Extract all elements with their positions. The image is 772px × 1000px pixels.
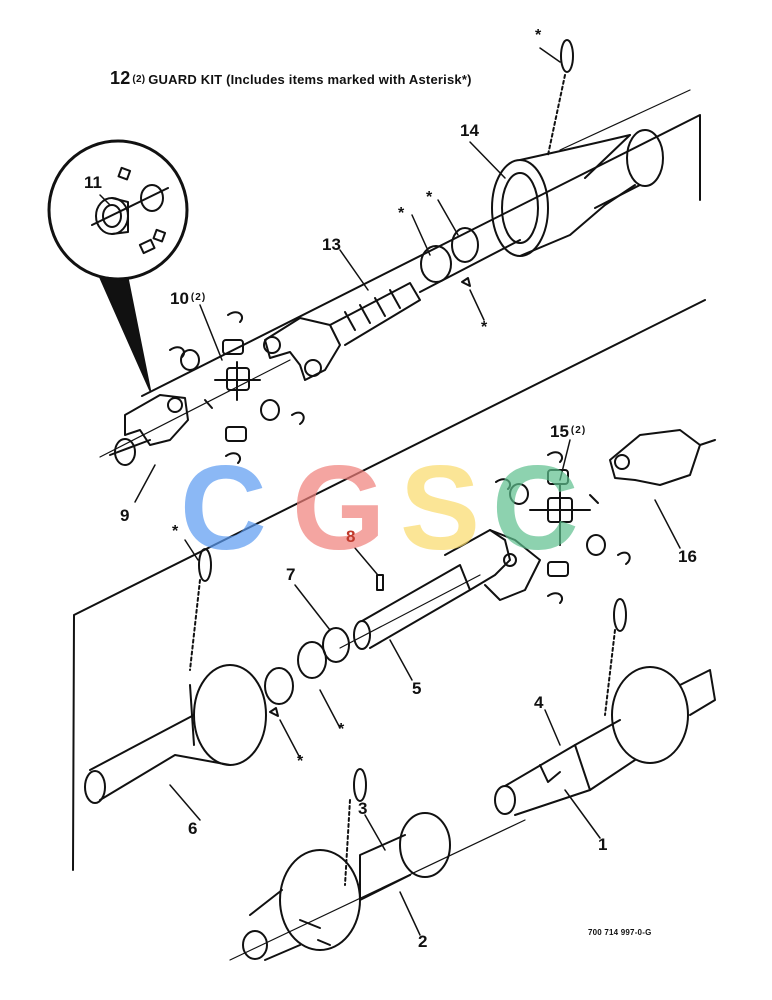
label-1: 1: [598, 835, 608, 854]
lower-panel-outline: [72, 299, 706, 871]
wedge-upper: [461, 277, 471, 287]
watermark-letter-c1: C: [180, 441, 267, 575]
detail-pointer: [99, 276, 151, 391]
chain-clip-left: [198, 548, 212, 582]
label-10: 10(2): [170, 290, 206, 307]
asterisk-ring-a: *: [398, 205, 405, 222]
watermark-letter-s: S: [400, 441, 481, 575]
axis-bottom: [229, 819, 526, 961]
guard-cone-top: [491, 129, 664, 257]
guard-cone-6: [84, 664, 267, 804]
label-5: 5: [412, 679, 422, 698]
chain-bottom: [344, 799, 351, 886]
chain-right: [604, 629, 616, 716]
label-8: 8: [346, 527, 356, 546]
axis-middle: [339, 574, 481, 649]
asterisk-ring-b: *: [426, 189, 433, 206]
fitting-8: [376, 574, 384, 591]
title-text: GUARD KIT (Includes items marked with As…: [148, 72, 472, 87]
label-15-qty: (2): [570, 425, 587, 436]
upper-panel-outline: [141, 114, 701, 397]
asterisk-chain-left: *: [172, 523, 179, 540]
chain-top: [547, 74, 566, 156]
label-9: 9: [120, 506, 130, 525]
asterisk-wedge-upper: *: [481, 319, 488, 336]
asterisk-wedge-lower: *: [297, 753, 304, 770]
wedge-lower: [269, 707, 279, 717]
label-6: 6: [188, 819, 198, 838]
ring-lower-a: [297, 641, 327, 679]
leader-lines: [99, 47, 681, 936]
label-2: 2: [418, 932, 428, 951]
watermark-letter-c2: C: [492, 441, 579, 575]
yoke-16: [609, 429, 716, 486]
axis-top: [559, 89, 691, 151]
guard-right: [494, 666, 716, 816]
chain-left: [189, 579, 201, 671]
label-15-number: 15: [550, 422, 569, 441]
axis-upper: [99, 359, 291, 458]
label-10-number: 10: [170, 289, 189, 308]
ring-upper-a: [451, 227, 479, 263]
title-qty: (2): [132, 74, 146, 85]
label-3: 3: [358, 799, 368, 818]
yoke-9: [109, 394, 189, 466]
label-14: 14: [460, 121, 479, 140]
label-16: 16: [678, 547, 697, 566]
tube-5: [353, 529, 541, 650]
detail-circle: [47, 139, 189, 281]
asterisk-chain-top: *: [535, 27, 542, 44]
drawing-reference-code: 700 714 997-0-G: [588, 928, 652, 937]
label-11: 11: [84, 173, 102, 192]
ring-lower-b: [264, 667, 294, 705]
yoke-13: [263, 239, 521, 381]
label-4: 4: [534, 693, 544, 712]
ring-upper-b: [420, 245, 452, 283]
ring-7: [322, 627, 350, 663]
guard-kit-title: 12(2)GUARD KIT (Includes items marked wi…: [110, 68, 472, 89]
title-item-number: 12: [110, 68, 131, 88]
cross-10: [169, 311, 305, 464]
label-7: 7: [286, 565, 296, 584]
label-15: 15(2): [550, 423, 586, 440]
label-13: 13: [322, 235, 341, 254]
chain-clip-bottom: [353, 768, 367, 802]
detail-11-parts: [91, 166, 169, 255]
cross-15: [495, 451, 631, 604]
label-10-qty: (2): [190, 292, 207, 303]
chain-clip-top: [560, 39, 574, 73]
chain-clip-right: [613, 598, 627, 632]
watermark-letter-g: G: [292, 441, 386, 575]
asterisk-ring-lower: *: [338, 721, 345, 738]
